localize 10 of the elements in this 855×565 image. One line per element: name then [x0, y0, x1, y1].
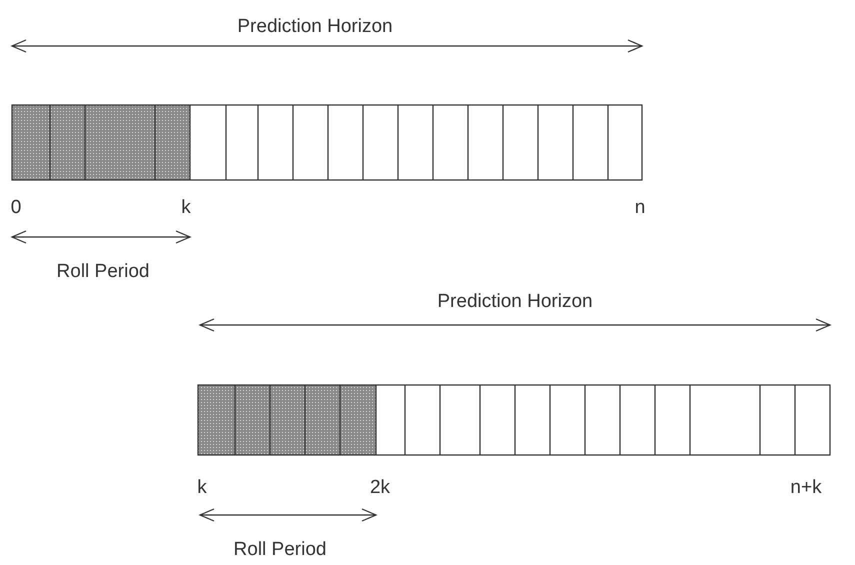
axis-title: Roll Period	[56, 262, 150, 281]
tick-label: n	[634, 198, 646, 217]
axis-title: Prediction Horizon	[237, 17, 393, 36]
tick-label: k	[181, 198, 191, 217]
tick-label: n+k	[790, 478, 822, 497]
tick-label: 2k	[370, 478, 390, 497]
tick-label: k	[197, 478, 207, 497]
axis-title: Prediction Horizon	[437, 292, 593, 311]
tick-label: 0	[10, 198, 22, 217]
axis-title: Roll Period	[234, 540, 326, 559]
